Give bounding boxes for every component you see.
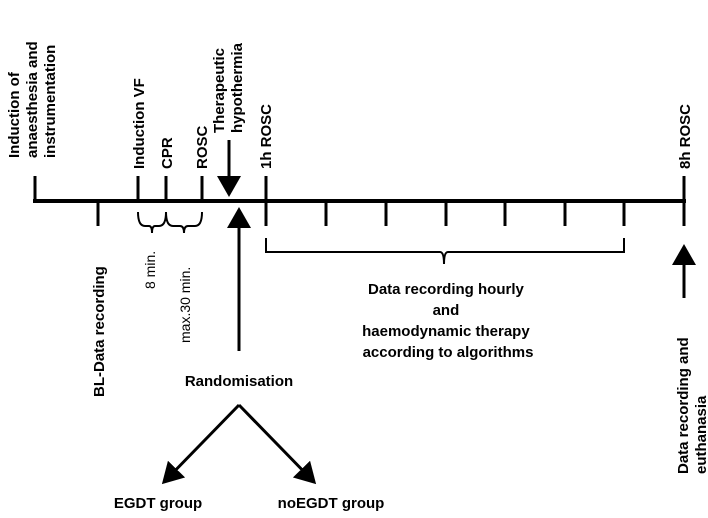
brace-hourly-recording <box>265 238 625 265</box>
cpr-label: CPR <box>159 137 176 169</box>
brace-max30min <box>165 211 203 234</box>
bl-data-label: BL-Data recording <box>91 266 108 397</box>
1h-rosc-label: 1h ROSC <box>258 104 275 169</box>
duration-8min-label: 8 min. <box>142 251 158 289</box>
egdt-group-label: EGDT group <box>114 495 202 512</box>
rosc-label: ROSC <box>194 125 211 169</box>
randomisation-label: Randomisation <box>185 373 293 390</box>
duration-max30min-label: max.30 min. <box>177 267 193 343</box>
brace-8min <box>137 211 167 234</box>
euthanasia-label: Data recording and euthanasia <box>675 333 708 474</box>
induction-vf-label: Induction VF <box>131 78 148 169</box>
hypothermia-label: Therapeutic hypothermia <box>211 42 246 133</box>
noegdt-group-label: noEGDT group <box>278 495 385 512</box>
noegdt-arrow <box>237 403 317 485</box>
egdt-arrow <box>161 403 241 485</box>
hourly-recording-label: Data recording hourly and haemodynamic t… <box>362 281 534 361</box>
8h-rosc-label: 8h ROSC <box>677 104 694 169</box>
induction-anaesthesia-label: Induction of anaesthesia and instrumenta… <box>6 37 59 158</box>
